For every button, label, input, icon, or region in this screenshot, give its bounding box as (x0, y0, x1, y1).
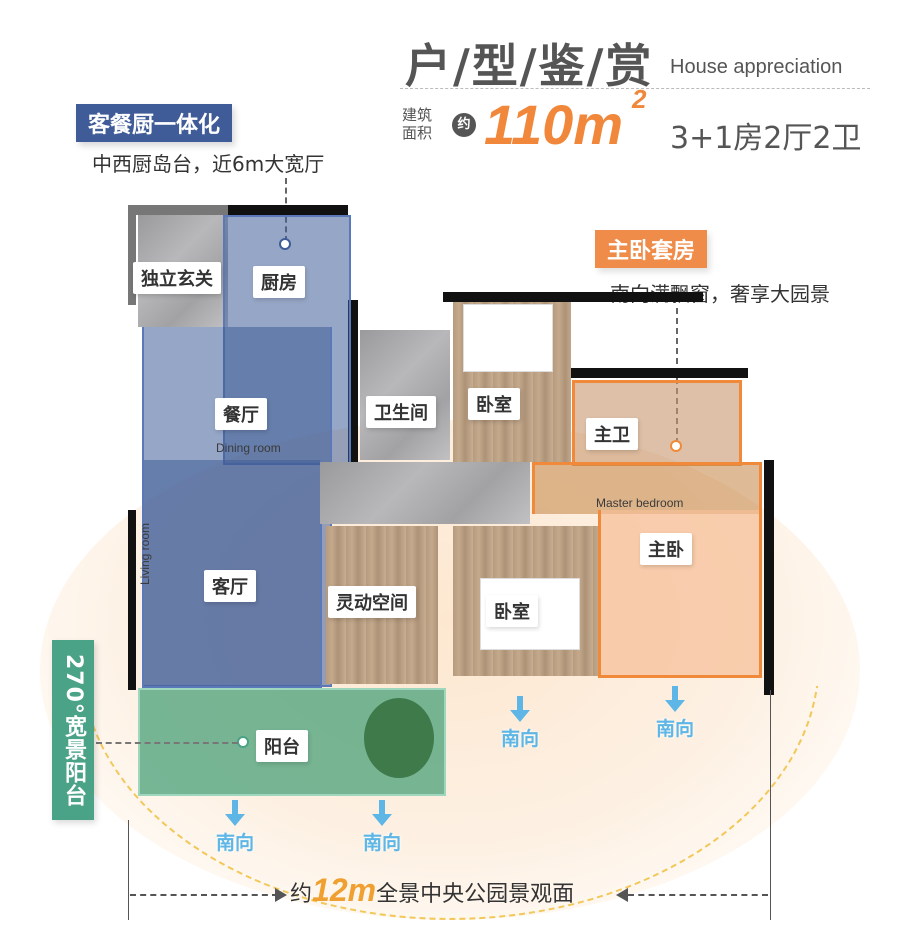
area-value: 110m (484, 93, 624, 156)
label-dining-en: Dining room (216, 441, 281, 455)
wall (348, 300, 358, 470)
arrow-right-icon (275, 888, 287, 902)
south-arrow-shaft (232, 800, 238, 814)
south-label: 南向 (362, 832, 401, 854)
balcony-marker-dot (237, 736, 249, 748)
label-flex-space: 灵动空间 (328, 586, 416, 618)
page-title: 户/型/鉴/赏 (405, 39, 654, 93)
label-living: 客厅 (204, 570, 256, 602)
master-bath-marker-dot (670, 440, 682, 452)
dimension-line-left (130, 894, 278, 896)
south-arrow-icon (225, 814, 245, 826)
south-arrow-shaft (517, 696, 523, 710)
wall (228, 205, 348, 217)
label-bathroom: 卫生间 (366, 396, 436, 428)
master-suite-badge: 主卧套房 (595, 230, 708, 268)
area-label-line2: 面积 (402, 124, 433, 142)
south-indicator: 南向 (362, 800, 402, 855)
south-arrow-icon (372, 814, 392, 826)
south-label: 南向 (655, 718, 694, 740)
dimension-label: 约12m全景中央公园景观面 (290, 872, 574, 909)
floor-plan: 独立玄关 厨房 餐厅 Dining room 客厅 Living room 卫生… (128, 200, 778, 796)
area-label-line1: 建筑 (402, 106, 433, 124)
south-arrow-icon (510, 710, 530, 722)
wall (764, 460, 774, 695)
area-label: 建筑 面积 (402, 106, 442, 142)
kitchen-marker-dot (279, 238, 291, 250)
label-entrance: 独立玄关 (133, 262, 221, 294)
title-divider (400, 88, 870, 89)
south-arrow-shaft (672, 686, 678, 700)
page-title-en: House appreciation (670, 56, 843, 78)
wall (568, 368, 748, 378)
south-indicator: 南向 (500, 696, 540, 751)
south-indicator: 南向 (215, 800, 255, 855)
wall (443, 292, 703, 302)
dimension-prefix: 约 (290, 882, 313, 907)
label-balcony: 阳台 (256, 730, 308, 762)
wall (128, 205, 228, 215)
room-master-bath (572, 380, 742, 466)
balcony-callout-leader (96, 742, 238, 744)
dimension-line-right (628, 894, 768, 896)
area-unit-superscript: 2 (632, 84, 647, 114)
dimension-boundary-right (770, 690, 771, 920)
south-arrow-icon (665, 700, 685, 712)
south-indicator: 南向 (655, 686, 695, 741)
label-master-bedroom: 主卧 (640, 533, 692, 565)
room-master-bedroom-entry (532, 462, 762, 514)
label-living-en: Living room (138, 522, 152, 585)
room-bathroom (360, 330, 450, 460)
kitchen-dining-description: 中西厨岛台，近6m大宽厅 (92, 152, 325, 176)
label-bedroom-north: 卧室 (468, 388, 520, 420)
layout-summary: 3+1房2厅2卫 (670, 121, 862, 156)
balcony-badge: 270°宽景阳台 (52, 640, 94, 820)
room-master-bedroom (598, 510, 762, 678)
south-label: 南向 (500, 728, 539, 750)
label-kitchen: 厨房 (253, 266, 305, 298)
label-master-bath: 主卫 (586, 418, 638, 450)
wall (128, 510, 136, 690)
south-arrow-shaft (379, 800, 385, 814)
tree-icon (364, 698, 434, 778)
dimension-suffix: 全景中央公园景观面 (376, 882, 575, 907)
label-master-bedroom-en: Master bedroom (596, 496, 684, 510)
dimension-boundary-left (128, 820, 129, 920)
bed-north (463, 304, 553, 372)
south-label: 南向 (215, 832, 254, 854)
wall (128, 205, 136, 305)
arrow-left-icon (616, 888, 628, 902)
approx-badge: 约 (452, 113, 476, 137)
kitchen-dining-badge: 客餐厨一体化 (76, 104, 233, 142)
dimension-value: 12m (312, 872, 377, 908)
label-bedroom-south: 卧室 (486, 595, 538, 627)
label-dining: 餐厅 (215, 398, 267, 430)
corridor (320, 462, 530, 524)
